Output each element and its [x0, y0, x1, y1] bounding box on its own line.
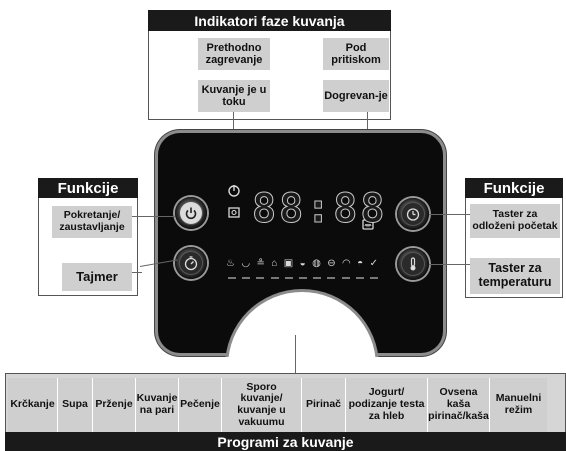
temperature-label: Taster za temperaturu	[470, 258, 560, 294]
keep-warm-indicator-icon	[361, 217, 375, 231]
left-functions-title: Funkcije	[38, 178, 138, 198]
leader-line-temperature	[429, 264, 470, 265]
program-leds-row	[228, 277, 378, 281]
programs-title: Programi za kuvanje	[5, 432, 566, 451]
delay-start-label: Taster za odloženi početak	[470, 204, 560, 238]
indicator-preheat: Prethodno zagrevanje	[198, 38, 270, 70]
bake-icon: ▣	[283, 257, 294, 269]
stage-indicators-title: Indikatori faze kuvanja	[148, 10, 391, 31]
leader-line-start-stop	[132, 216, 175, 217]
thermometer-icon	[402, 253, 424, 275]
program-krckanje: Krčkanje	[8, 378, 58, 432]
preheat-indicator-icon	[227, 205, 241, 219]
program-manuelni-rezim: Manuelni režim	[490, 378, 547, 432]
panel-bottom-mask	[150, 357, 450, 375]
program-sporo-kuvanje: Sporo kuvanje/ kuvanje u vakuumu	[222, 378, 302, 432]
porridge-icon: ◠	[342, 257, 351, 269]
temperature-knob[interactable]	[397, 248, 429, 280]
start-stop-label: Pokretanje/ zaustavljanje	[52, 206, 132, 238]
power-icon	[180, 202, 202, 224]
program-supa: Supa	[58, 378, 93, 432]
program-icons-row: ♨ ◡ ≗ ⌂ ▣ ◒ ◍ ⊖ ◠ ◓ ✓	[226, 254, 378, 272]
indicator-under-pressure: Pod pritiskom	[323, 38, 389, 70]
pressure-indicator-icon	[361, 198, 375, 212]
steam-icon: ⌂	[271, 257, 278, 269]
program-jogurt: Jogurt/ podizanje testa za hleb	[346, 378, 428, 432]
manual-icon: ◓	[357, 257, 364, 269]
delay-clock-icon	[402, 203, 424, 225]
program-ovsena-kasa: Ovsena kaša pirinač/kaša	[428, 378, 490, 432]
indicator-cooking: Kuvanje je u toku	[198, 80, 270, 112]
program-kuvanje-na-pari: Kuvanje na pari	[136, 378, 179, 432]
indicator-keep-warm: Dogrevan-je	[323, 80, 389, 112]
timer-label: Tajmer	[62, 263, 132, 291]
leader-line-delay	[429, 214, 470, 215]
soup-icon: ◡	[241, 257, 251, 269]
rice-icon: ◍	[312, 257, 321, 269]
leader-line-programs	[295, 335, 296, 378]
cooking-indicator-icon	[227, 184, 241, 198]
timer-knob[interactable]	[175, 247, 207, 279]
leader-line-timer	[132, 272, 142, 273]
extra-icon: ✓	[369, 257, 378, 269]
start-stop-knob[interactable]	[175, 197, 207, 229]
digital-display: 88:88	[252, 186, 388, 233]
fry-icon: ≗	[256, 257, 265, 269]
yogurt-icon: ⊖	[327, 257, 336, 269]
slow-cook-icon: ◒	[299, 257, 306, 269]
programs-row: Krčkanje Supa Prženje Kuvanje na pari Pe…	[8, 378, 565, 432]
timer-icon	[180, 252, 202, 274]
delay-start-knob[interactable]	[397, 198, 429, 230]
program-przenje: Prženje	[93, 378, 136, 432]
program-pirinac: Pirinač	[302, 378, 346, 432]
stew-icon: ♨	[226, 257, 235, 269]
program-pecenje: Pečenje	[179, 378, 222, 432]
right-functions-title: Funkcije	[465, 178, 563, 198]
